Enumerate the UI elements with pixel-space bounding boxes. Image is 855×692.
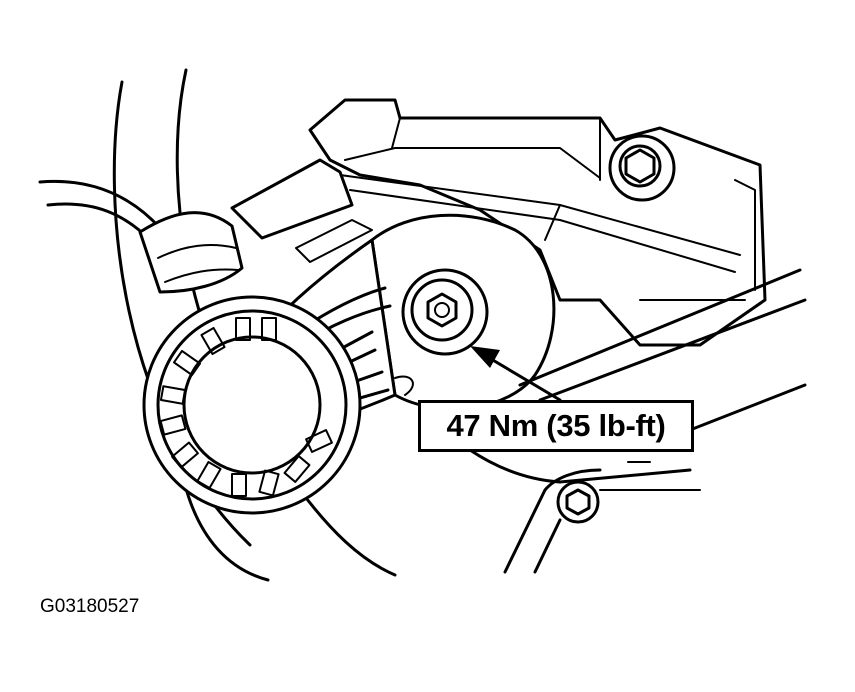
pivot-bolt [401,268,489,356]
callout-arrow [470,346,562,402]
torque-spec-label: 47 Nm (35 lb-ft) [446,408,666,443]
pulley-spokes [159,317,333,497]
lower-housing [468,268,807,574]
figure-id: G03180527 [40,596,140,617]
torque-callout: 47 Nm (35 lb-ft) [418,400,694,452]
tensioner-pulley [142,295,362,515]
hose [138,211,244,294]
tensioner-stop-arm [230,158,373,263]
lower-bolt [556,480,600,524]
bracket-bolt [608,134,676,202]
